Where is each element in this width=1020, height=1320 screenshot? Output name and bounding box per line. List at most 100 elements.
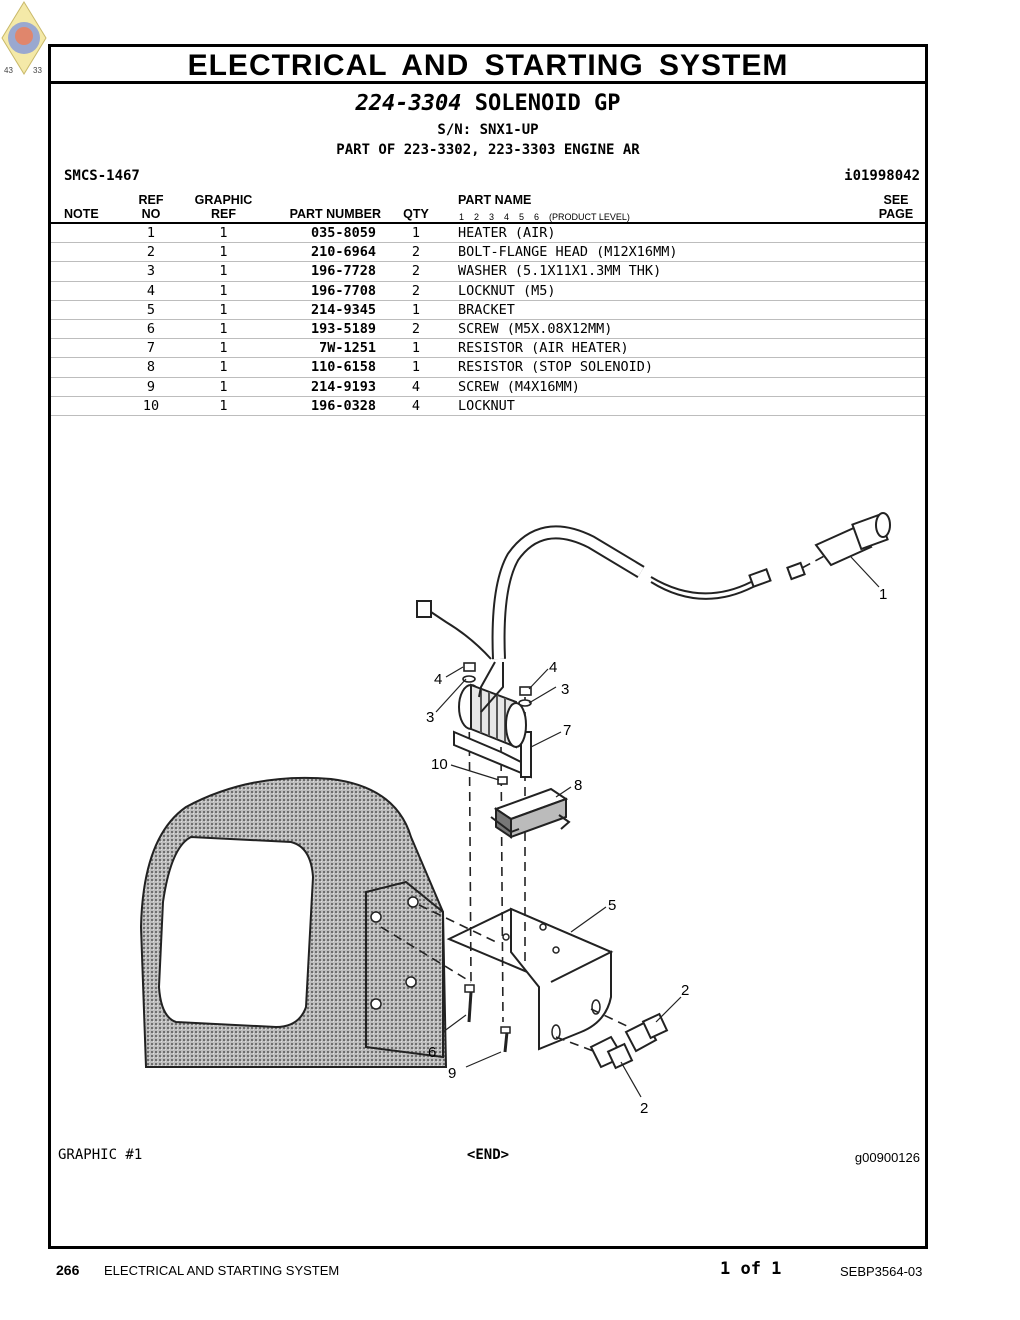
- cell-qty: 1: [411, 225, 421, 241]
- cell-name: BOLT-FLANGE HEAD (M12X16MM): [458, 244, 678, 261]
- illustration-id: i01998042: [844, 168, 920, 184]
- footer-doc-number: SEBP3564-03: [840, 1264, 923, 1279]
- cell-graphic: 1: [219, 320, 228, 337]
- cell-ref: 9: [146, 378, 156, 395]
- cell-name: LOCKNUT (M5): [458, 282, 556, 299]
- callout-1: 1: [879, 586, 887, 603]
- screws: [464, 984, 511, 1053]
- col-part-number: PART NUMBER: [289, 207, 381, 221]
- cell-qty: 1: [411, 359, 421, 376]
- bolt-flange-head: [589, 1012, 669, 1070]
- col-graphic: GRAPHIC REF: [186, 193, 261, 221]
- table-row: 10 1 196-0328 4 LOCKNUT: [51, 397, 925, 416]
- smcs-code: SMCS-1467: [64, 168, 140, 184]
- cell-qty: 1: [411, 301, 421, 318]
- table-row: 1 1 035-8059 1 HEATER (AIR): [51, 224, 925, 244]
- callout-leaders: [435, 556, 880, 1098]
- cell-part-number: 214-9193: [310, 378, 376, 395]
- end-label: <END>: [466, 1147, 510, 1163]
- cell-graphic: 1: [219, 301, 228, 318]
- col-see-top: SEE: [883, 193, 909, 207]
- cell-graphic: 1: [219, 378, 228, 395]
- cell-ref: 5: [146, 301, 156, 318]
- cell-part-number: 196-7708: [310, 282, 376, 299]
- engine-housing: [139, 776, 448, 1068]
- cell-graphic: 1: [219, 244, 228, 261]
- cell-name: LOCKNUT: [458, 397, 515, 414]
- col-ref: REF NO: [131, 193, 171, 221]
- cell-qty: 4: [411, 378, 421, 395]
- cell-part-number: 196-7728: [310, 263, 376, 280]
- callout-4b: 4: [549, 659, 557, 676]
- callout-6: 6: [428, 1044, 436, 1061]
- cell-qty: 2: [411, 263, 421, 280]
- cell-ref: 4: [146, 282, 156, 299]
- table-row: 9 1 214-9193 4 SCREW (M4X16MM): [51, 378, 925, 397]
- header-rule: [51, 222, 925, 224]
- cell-graphic: 1: [219, 340, 228, 357]
- group-title: 224-3304 SOLENOID GP: [51, 91, 925, 116]
- col-graphic-top: GRAPHIC: [194, 193, 253, 207]
- graphic-label: GRAPHIC #1: [58, 1147, 143, 1163]
- cell-graphic: 1: [219, 225, 228, 241]
- cell-qty: 2: [411, 282, 421, 299]
- col-ref-bottom: NO: [141, 207, 161, 221]
- serial-number: S/N: SNX1-UP: [437, 122, 539, 138]
- cell-name: WASHER (5.1X11X1.3MM THK): [458, 263, 662, 280]
- cell-graphic: 1: [219, 263, 228, 280]
- callout-7: 7: [563, 722, 571, 739]
- heater-wire-harness: [416, 512, 891, 713]
- cell-graphic: 1: [219, 359, 228, 376]
- cell-name: SCREW (M5X.08X12MM): [458, 320, 613, 337]
- cell-name: BRACKET: [458, 301, 515, 318]
- col-part-name: PART NAME: [458, 193, 532, 207]
- cell-ref: 2: [146, 244, 156, 261]
- cell-part-number: 210-6964: [310, 244, 376, 261]
- bracket: [446, 907, 614, 1051]
- callout-4a: 4: [434, 671, 442, 688]
- callout-8: 8: [574, 777, 582, 794]
- cell-ref: 1: [146, 225, 156, 241]
- publisher-logo: 43 33: [1, 1, 47, 75]
- resistor-stop-solenoid: [490, 787, 571, 839]
- group-name: SOLENOID GP: [474, 91, 621, 116]
- cell-name: SCREW (M4X16MM): [458, 378, 580, 395]
- cell-name: HEATER (AIR): [458, 225, 556, 241]
- footer-section: ELECTRICAL AND STARTING SYSTEM: [104, 1263, 340, 1278]
- cell-graphic: 1: [219, 282, 228, 299]
- callout-2a: 2: [681, 982, 689, 999]
- callout-10: 10: [431, 756, 448, 773]
- product-levels: 1 2 3 4 5 6 (PRODUCT LEVEL): [459, 212, 630, 222]
- cell-ref: 6: [146, 320, 156, 337]
- parts-table: 1 1 035-8059 1 HEATER (AIR) 2 1 210-6964 2 BOLT-F…: [51, 224, 925, 416]
- col-note: NOTE: [64, 207, 99, 221]
- cell-part-number: 196-0328: [310, 397, 376, 414]
- part-of-line: PART OF 223-3302, 223-3303 ENGINE AR: [336, 142, 640, 158]
- cell-ref: 8: [146, 359, 156, 376]
- cell-qty: 4: [411, 397, 421, 414]
- section-title: ELECTRICAL AND STARTING SYSTEM: [51, 47, 925, 84]
- cell-part-number: 193-5189: [310, 320, 376, 337]
- exploded-view-illustration: 1 2 2 3 3 4 4 5 6 7 8 9 10: [139, 512, 891, 1117]
- callout-3a: 3: [426, 709, 434, 726]
- graphic-number: g00900126: [854, 1150, 920, 1165]
- cell-part-number: 110-6158: [310, 359, 376, 376]
- col-graphic-bottom: REF: [211, 207, 236, 221]
- cell-part-number: 7W-1251: [319, 340, 376, 357]
- col-qty: QTY: [403, 207, 429, 221]
- locknuts-washers: [462, 662, 532, 785]
- col-see-bottom: PAGE: [878, 207, 914, 221]
- cell-graphic: 1: [219, 397, 228, 414]
- footer-page-of: 1 of 1: [720, 1259, 782, 1279]
- cell-part-number: 035-8059: [310, 225, 376, 241]
- group-number: 224-3304: [355, 91, 462, 116]
- callout-5: 5: [608, 897, 616, 914]
- footer-page-number: 266: [56, 1262, 80, 1278]
- cell-part-number: 214-9345: [310, 301, 376, 318]
- callout-3b: 3: [561, 681, 569, 698]
- cell-ref: 10: [142, 397, 160, 414]
